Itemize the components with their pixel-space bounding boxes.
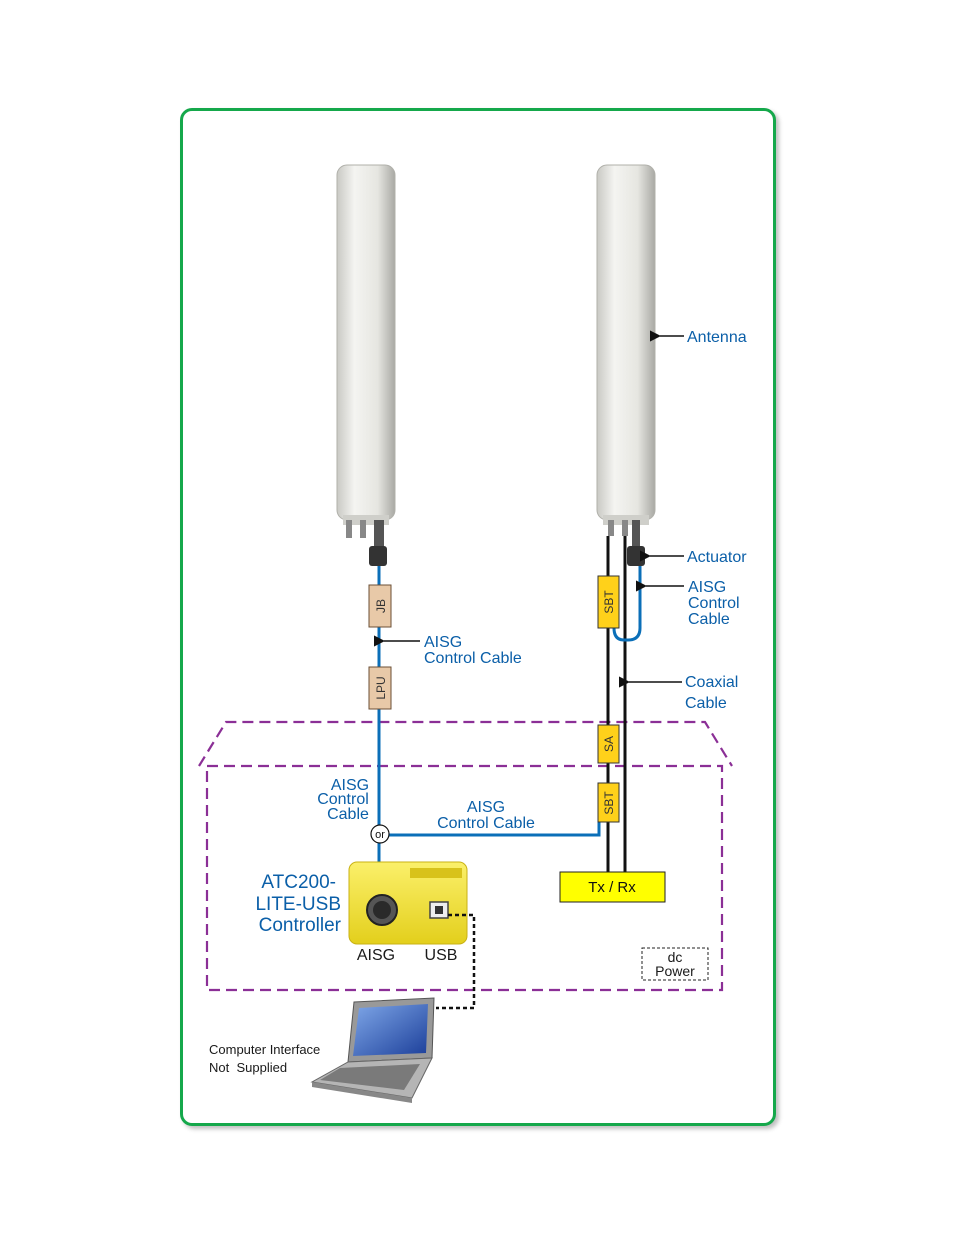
diagram-text: Cable (685, 695, 727, 712)
coaxial-cable-label: Coaxial Cable (685, 674, 738, 712)
diagram-text: dc (668, 949, 683, 965)
diagram-text: Not Supplied (209, 1060, 287, 1075)
diagram-text: Coaxial (685, 674, 738, 691)
txrx-box: Tx / Rx (559, 871, 666, 903)
sbt-top-label: SBT (602, 590, 616, 614)
diagram-text: Controller (259, 915, 342, 936)
txrx-label: Tx / Rx (588, 879, 636, 896)
sa-label: SA (602, 736, 616, 752)
diagram-text: Cable (327, 806, 369, 823)
lpu-label: LPU (374, 676, 388, 699)
mid-aisg-label: AISG Control Cable (437, 799, 535, 832)
atc200-controller (348, 861, 468, 945)
diagram-text: AISG (688, 579, 726, 596)
jb-label: JB (374, 599, 388, 613)
diagram-text: Control Cable (437, 815, 535, 832)
left-antenna (336, 164, 396, 566)
diagram-text: Control (317, 791, 369, 808)
diagram-text: LITE-USB (255, 894, 341, 915)
usb-port-label: USB (425, 947, 458, 964)
or-junction: or (370, 824, 390, 844)
diagram-text: Computer Interface (209, 1042, 320, 1057)
left-aisg-label: AISG Control Cable (424, 634, 522, 667)
diagram-text: ATC200- (261, 872, 336, 893)
diagram-text: Cable (688, 611, 730, 628)
actuator-label: Actuator (687, 549, 747, 566)
mid-aisg-cable (389, 822, 601, 837)
controller-name-label: ATC200- LITE-USB Controller (255, 872, 341, 936)
building-enclosure (198, 720, 733, 992)
aisg-port-label: AISG (357, 947, 395, 964)
antenna-label: Antenna (687, 329, 747, 346)
diagram-text: AISG (467, 799, 505, 816)
diagram-text: AISG (331, 777, 369, 794)
usb-data-link (436, 913, 476, 1010)
diagram-text: Power (655, 963, 695, 979)
computer-interface-label: Computer Interface Not Supplied (209, 1042, 320, 1075)
diagram-text: AISG (424, 634, 462, 651)
jb-box: JB (368, 584, 392, 628)
right-aisg-cable (612, 566, 642, 642)
diagram-text: Control (688, 595, 740, 612)
lpu-box: LPU (368, 666, 392, 710)
dc-power-box (641, 947, 709, 981)
laptop-icon (310, 997, 435, 1103)
diagram-text: Control Cable (424, 650, 522, 667)
right-antenna (596, 164, 656, 566)
sbt-bottom-box: SBT (597, 782, 620, 823)
sbt-bottom-label: SBT (602, 791, 616, 815)
sa-box: SA (597, 724, 620, 764)
right-aisg-label: AISG Control Cable (688, 579, 740, 628)
dc-power-label: dc Power (655, 949, 695, 979)
or-label: or (375, 829, 385, 841)
sbt-top-box: SBT (597, 575, 620, 629)
left-aisg-low-label: AISG Control Cable (317, 777, 369, 823)
